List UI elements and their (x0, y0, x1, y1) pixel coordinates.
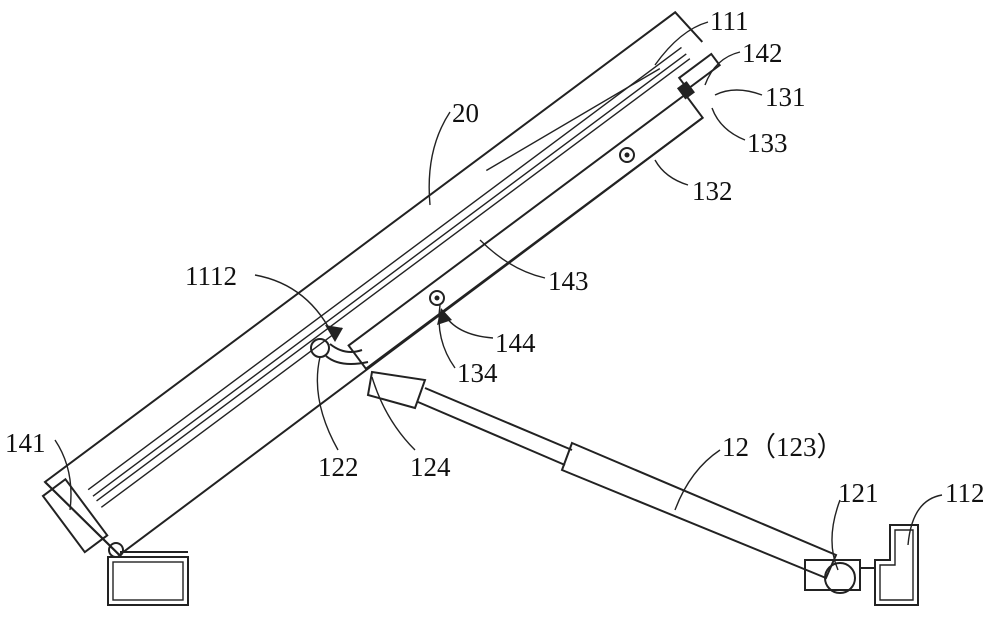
pin-center (435, 296, 440, 301)
label-134: 134 (457, 358, 498, 388)
pin-center (625, 153, 630, 158)
label-12-123: 12（123） (722, 432, 844, 462)
label-112: 112 (945, 478, 985, 508)
rail-line (93, 54, 686, 496)
base-left-inner (113, 562, 183, 600)
rail-line (88, 47, 681, 489)
label-141: 141 (5, 428, 46, 458)
joint-121 (825, 563, 855, 593)
label-131: 131 (765, 82, 806, 112)
label-121: 121 (838, 478, 879, 508)
label-142: 142 (742, 38, 783, 68)
label-144: 144 (495, 328, 536, 358)
label-124: 124 (410, 452, 451, 482)
rail-slant (486, 51, 660, 188)
base-left (108, 557, 188, 605)
part-131 (677, 81, 695, 99)
panel-20-outline (45, 10, 740, 565)
hinge-122 (311, 339, 329, 357)
actuator-rod (425, 388, 572, 450)
actuator-cylinder-123 (562, 443, 836, 578)
label-122: 122 (318, 452, 359, 482)
leader-lines (55, 22, 942, 570)
rail-line (101, 328, 342, 507)
panel-assembly (37, 10, 740, 571)
label-133: 133 (747, 128, 788, 158)
label-143: 143 (548, 266, 589, 296)
hinge-left (109, 543, 123, 557)
label-20: 20 (452, 98, 479, 128)
curved-piece-1112 (326, 344, 368, 364)
label-132: 132 (692, 176, 733, 206)
label-1112: 1112 (185, 261, 237, 291)
label-111: 111 (710, 6, 749, 36)
